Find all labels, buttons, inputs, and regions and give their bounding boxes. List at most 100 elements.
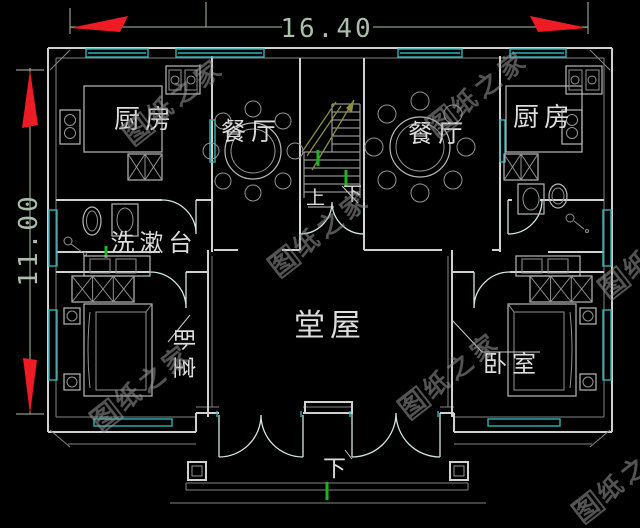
table-top — [389, 116, 451, 178]
watermark-seal-icon — [265, 242, 303, 280]
lamp-icon — [582, 376, 594, 388]
kitchen-right-stove — [561, 109, 583, 145]
cabinet-x-pattern — [503, 153, 539, 181]
chair-icon — [202, 142, 220, 160]
shower-icon — [63, 236, 73, 246]
chair-icon — [274, 112, 292, 130]
kitchen-left-cabinet — [127, 153, 163, 181]
arrow-left-icon — [70, 16, 128, 32]
porch-double-door-right — [351, 412, 441, 458]
bedroom-door-left — [149, 271, 187, 309]
wing-bottom-inner — [56, 416, 604, 445]
window-top-4 — [509, 48, 567, 58]
nightstand — [63, 307, 81, 325]
porch-double-door-left — [218, 414, 304, 458]
bedroom-right-leader — [451, 319, 540, 353]
watermark-seal-icon — [595, 264, 633, 302]
watermark-seal-icon — [395, 384, 433, 422]
hall-stair-double-door — [299, 201, 365, 235]
cabinet-x-pattern — [127, 153, 163, 181]
door-jamb-left — [209, 119, 216, 163]
bedroom-right-furniture — [451, 275, 597, 397]
chair-icon — [274, 172, 292, 190]
door-jamb-right — [499, 119, 506, 163]
sink-drain-icon — [570, 75, 580, 85]
bed-right-detail — [507, 303, 573, 389]
bath-right-fixtures — [515, 183, 589, 277]
porch-column-right — [449, 461, 469, 481]
burner-icon — [64, 127, 76, 139]
bed-right — [507, 303, 577, 397]
inner-wall-face — [55, 57, 605, 417]
stair-annotation-leaders — [308, 185, 359, 208]
toilet-bowl — [86, 210, 98, 232]
wardrobe-left — [71, 275, 135, 303]
chair-icon — [214, 112, 232, 130]
porch-column-right-core — [453, 465, 465, 477]
label-stair-up: 上 — [306, 187, 330, 209]
shower-icon — [565, 213, 575, 223]
watermark-partial-corner: 图 纸之家 — [567, 430, 640, 527]
dimension-arrows — [22, 16, 588, 414]
chair-icon — [377, 170, 397, 190]
corner-chamfers — [49, 49, 611, 448]
lamp-icon — [582, 310, 594, 322]
doors — [149, 199, 543, 458]
bedroom-side-walls-inner — [211, 256, 449, 407]
wardrobe-x-pattern — [529, 275, 593, 303]
window-left-bedroom — [48, 309, 58, 381]
label-hall: 堂屋 — [294, 308, 366, 344]
chair-icon — [410, 183, 430, 203]
chair-icon — [443, 170, 463, 190]
basin — [547, 258, 569, 274]
burner-icon — [566, 127, 578, 139]
watermark-seal-icon — [87, 396, 125, 434]
label-dining-left: 餐厅 — [221, 117, 281, 146]
bedroom-side-walls — [207, 250, 453, 417]
chair-icon — [286, 142, 304, 160]
sink-bowl — [168, 69, 182, 91]
window-bottom-right — [487, 418, 561, 427]
room-labels: 厨房 厨房 餐厅 餐厅 洗漱台 堂屋 卧室 卧室 上 下 下 — [111, 103, 571, 482]
watermark-seal-icon — [569, 488, 607, 526]
sink-bowl — [585, 69, 600, 91]
window-right-bath — [602, 209, 612, 267]
bed-left-detail — [87, 303, 153, 389]
watermark-text: 纸之家 — [141, 52, 230, 130]
bedroom-left-leader — [167, 314, 191, 343]
porch-column-left-core — [191, 465, 203, 477]
arrow-up-icon — [22, 70, 38, 128]
kitchen-left-sink — [165, 65, 201, 95]
shower-arm — [70, 243, 83, 253]
basin — [89, 258, 111, 274]
kitchen-right-cabinet — [503, 153, 539, 181]
shower-dot — [585, 229, 589, 233]
stair-direction-arrow — [346, 100, 354, 113]
bed-left-mattress — [95, 311, 147, 391]
dining-table-right — [364, 91, 476, 203]
sink-drain-icon — [186, 75, 196, 85]
bath-door-right — [507, 199, 543, 235]
kitchen-right-fixtures — [503, 65, 603, 181]
wardrobe-box — [529, 275, 593, 303]
toilet-icon — [82, 206, 102, 236]
squat-toilet-icon — [111, 203, 139, 237]
bath-door-left — [161, 199, 197, 235]
watermark-seal-icon — [119, 110, 157, 148]
window-top-2 — [175, 48, 265, 58]
windows — [48, 48, 612, 427]
bed-left — [83, 303, 153, 397]
label-porch-down: 下 — [323, 456, 351, 482]
kitchen-right-sink — [565, 65, 603, 95]
sink-bowl — [568, 69, 583, 91]
nightstand — [63, 373, 81, 391]
bedroom-left-furniture — [63, 275, 191, 397]
label-stair-down: 下 — [343, 183, 367, 205]
burner-icon — [64, 114, 76, 126]
arrow-down-icon — [23, 358, 37, 414]
sink-drain-icon — [170, 75, 180, 85]
basin — [115, 258, 137, 274]
label-washstand: 洗漱台 — [111, 229, 198, 257]
front-threshold — [304, 401, 353, 414]
basin — [521, 258, 543, 274]
